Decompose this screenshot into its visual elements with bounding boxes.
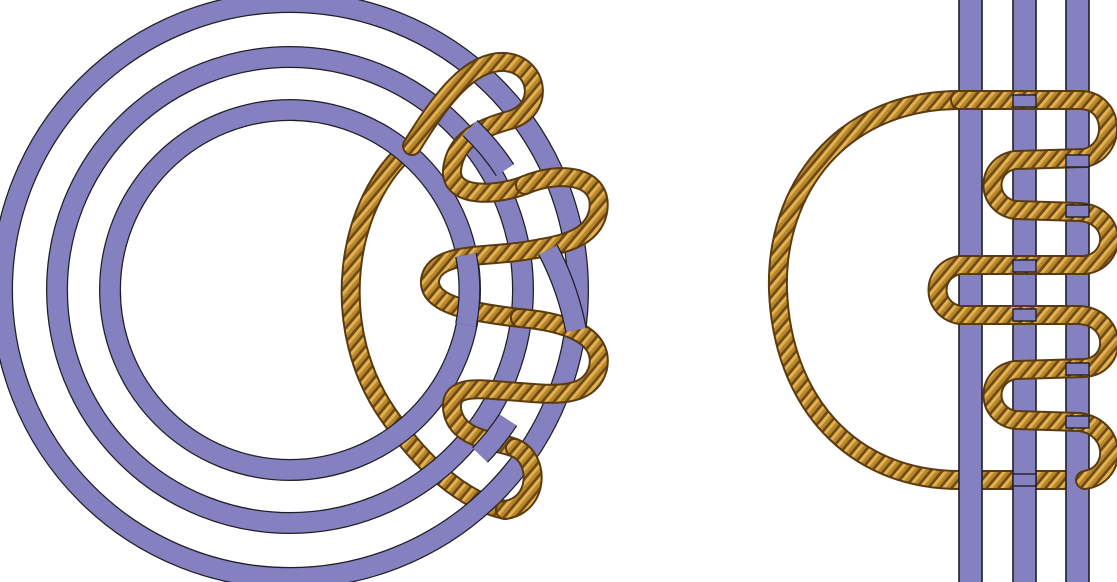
ring-middle <box>57 57 523 523</box>
bar-right <box>1066 0 1089 582</box>
circular-hitch-figure <box>2 2 599 578</box>
bar-middle <box>1013 0 1036 582</box>
bar-left <box>959 0 982 582</box>
ring-inner <box>110 110 470 470</box>
ring-outer <box>2 2 578 578</box>
straight-hitch-figure <box>778 0 1109 582</box>
